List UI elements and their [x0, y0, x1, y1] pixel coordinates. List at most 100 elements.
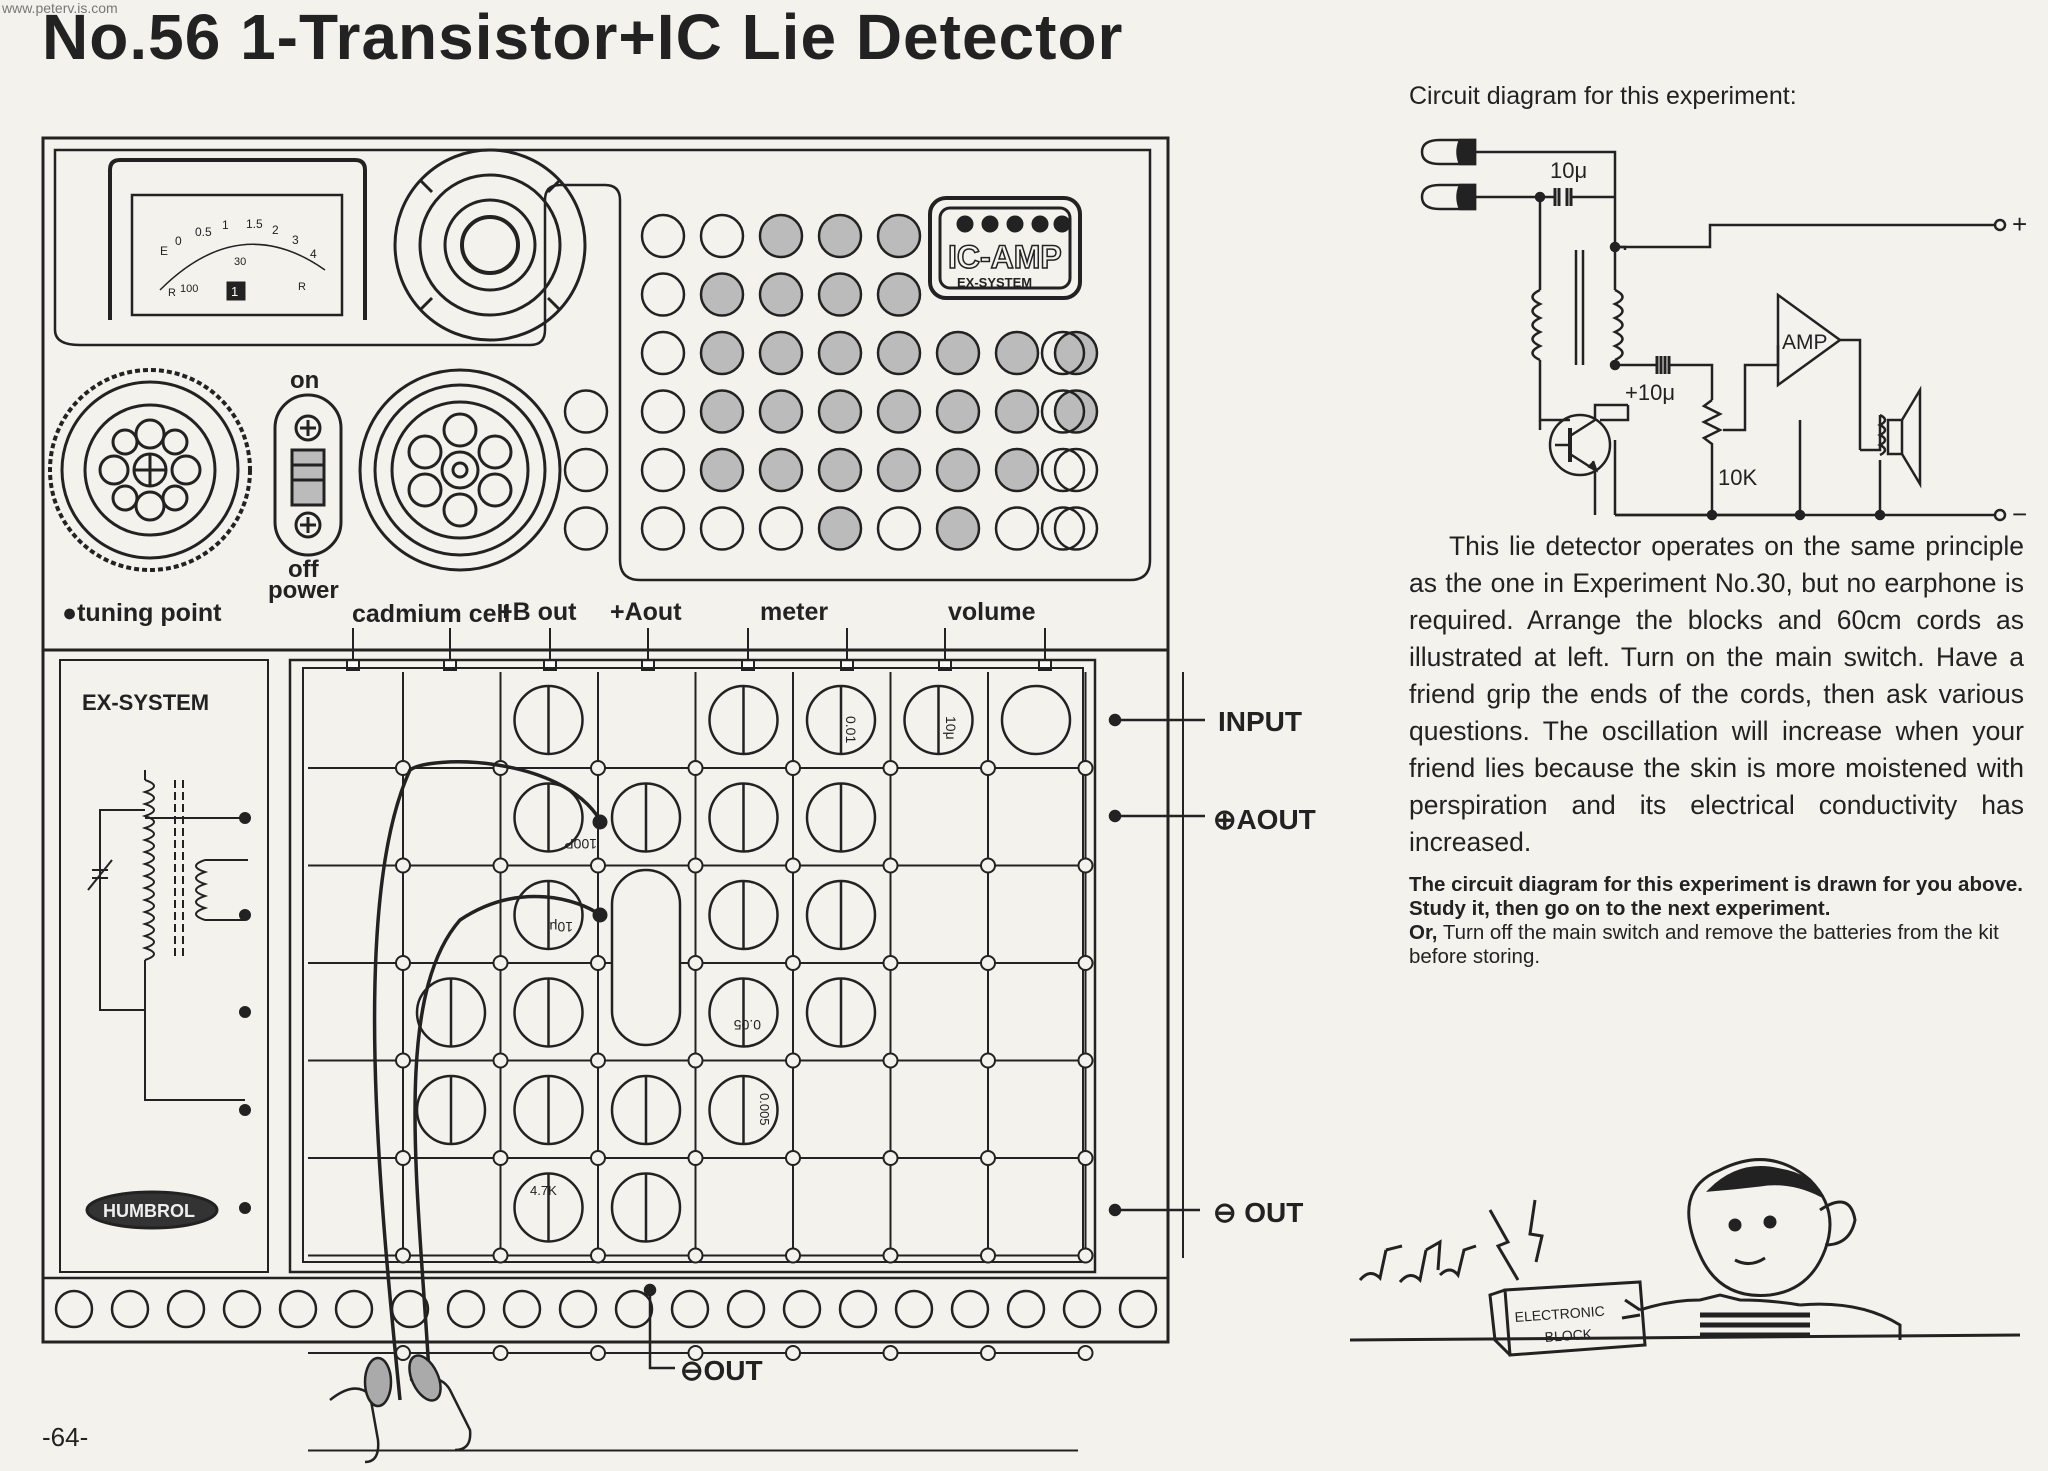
- socket: [758, 506, 804, 551]
- socket: [699, 389, 745, 434]
- grid-node: [492, 857, 509, 874]
- socket: [994, 506, 1040, 551]
- socket: [758, 272, 804, 317]
- bottom-rail: [41, 1276, 1170, 1344]
- humbrol-logo: [85, 1190, 219, 1230]
- grid-node: [395, 955, 411, 971]
- grid-node: [785, 760, 801, 776]
- callout-out-right: ⊖ OUT: [1213, 1197, 1303, 1228]
- grid-node: [882, 1150, 899, 1166]
- grid-node: [1077, 857, 1094, 874]
- rail-socket: [726, 1289, 766, 1329]
- grid-node: [590, 1345, 606, 1361]
- bottom-rail-sockets: [54, 1289, 1158, 1329]
- rail-socket: [558, 1289, 598, 1329]
- label-0.01: 0.01: [843, 716, 859, 743]
- rail-socket: [782, 1289, 822, 1329]
- capacitor-1-icon: [1553, 188, 1573, 206]
- socket: [935, 330, 981, 376]
- grid-node: [1077, 955, 1094, 971]
- socket: [1053, 330, 1099, 376]
- grid-node: [882, 955, 899, 971]
- socket: [640, 447, 686, 493]
- music-notes-icon: [1358, 1239, 1477, 1284]
- grid-node: [1077, 1345, 1094, 1361]
- socket: [876, 506, 922, 551]
- grid-node: [590, 1150, 606, 1166]
- meter-scale-3: 1.5: [246, 217, 263, 231]
- board-illustration: 0 0.5 1 1.5 2 3 4 E R 30 100 1 R on off …: [41, 136, 1316, 1464]
- rail-socket: [838, 1289, 878, 1329]
- grid-node: [590, 760, 606, 776]
- grid-node: [882, 1052, 899, 1069]
- grid-node: [492, 1150, 509, 1166]
- coil-block: [610, 868, 682, 1047]
- socket: [699, 447, 745, 493]
- grid-node: [980, 1345, 996, 1361]
- socket: [758, 389, 804, 434]
- label-4.7k: 4.7K: [530, 1183, 557, 1198]
- socket: [758, 330, 804, 376]
- terminal-label-cadmium-text: cadmium cell: [352, 600, 510, 628]
- humbrol-logo-text: HUMBROL: [103, 1201, 195, 1221]
- terminal-label-volume: volume: [948, 598, 1036, 626]
- socket: [1040, 506, 1086, 551]
- label-0.05: 0.05: [734, 1017, 761, 1033]
- amp-label: AMP: [1782, 331, 1828, 354]
- socket: [1053, 389, 1099, 434]
- callout-input: INPUT: [1218, 706, 1302, 737]
- power-switch[interactable]: [273, 393, 343, 557]
- socket: [817, 506, 863, 551]
- lightning-icon: [1488, 1199, 1544, 1281]
- rail-socket: [1118, 1289, 1158, 1329]
- label-10u-b: 10μ: [943, 716, 959, 740]
- socket: [1053, 447, 1099, 493]
- component-blocks: [415, 684, 1072, 1243]
- watermark: www.peterv.is.com: [2, 0, 118, 16]
- socket: [640, 213, 686, 259]
- grid-node: [980, 1150, 996, 1166]
- rail-socket: [334, 1289, 374, 1329]
- cartoon-illustration: ELECTRONIC BLOCK: [1349, 1158, 2021, 1357]
- grid-node: [785, 1052, 801, 1069]
- cord-end-1: [592, 814, 608, 830]
- rail-socket: [54, 1289, 94, 1329]
- terminal-label-meter: meter: [760, 598, 828, 626]
- ex-system-label: EX-SYSTEM: [82, 690, 209, 715]
- cord-1: [372, 760, 602, 1401]
- grid-node: [590, 955, 606, 971]
- meter-scale-1: 0.5: [195, 225, 212, 239]
- meter-icon: [108, 158, 367, 320]
- grid-node: [590, 1247, 606, 1264]
- socket: [817, 389, 863, 434]
- label-10u-a: 10μ: [549, 919, 573, 935]
- boy-icon: [1621, 1158, 1902, 1340]
- meter-scale-7: E: [160, 244, 168, 258]
- socket: [876, 272, 922, 317]
- grid-node: [687, 1345, 704, 1361]
- breadboard: [288, 658, 1097, 1274]
- socket: [876, 330, 922, 376]
- grid-node: [395, 1247, 411, 1264]
- switch-on-label: on: [290, 367, 319, 394]
- grid-node: [1077, 760, 1094, 776]
- meter-scale-2: 1: [222, 218, 229, 232]
- grid-node: [882, 1345, 899, 1361]
- socket: [817, 213, 863, 259]
- minus-label: −: [2012, 499, 2027, 529]
- terminal-label-bout: +B out: [498, 598, 577, 626]
- callout-lines: [643, 713, 1205, 1370]
- socket: [758, 447, 804, 493]
- meter-scale-0: 0: [175, 234, 182, 248]
- grid-node: [882, 857, 899, 874]
- callout-out-bottom: ⊖OUT: [680, 1355, 763, 1386]
- rail-socket: [1062, 1289, 1102, 1329]
- label-100p: 100P: [564, 836, 597, 852]
- grid-node: [882, 1247, 899, 1264]
- terminal-label-cadmium: cadmium cell: [352, 600, 510, 628]
- amplifier-icon: [1776, 292, 1843, 388]
- grid-node: [1077, 1150, 1094, 1166]
- socket: [758, 213, 804, 259]
- transistor-icon: [1548, 403, 1628, 515]
- socket: [640, 389, 686, 434]
